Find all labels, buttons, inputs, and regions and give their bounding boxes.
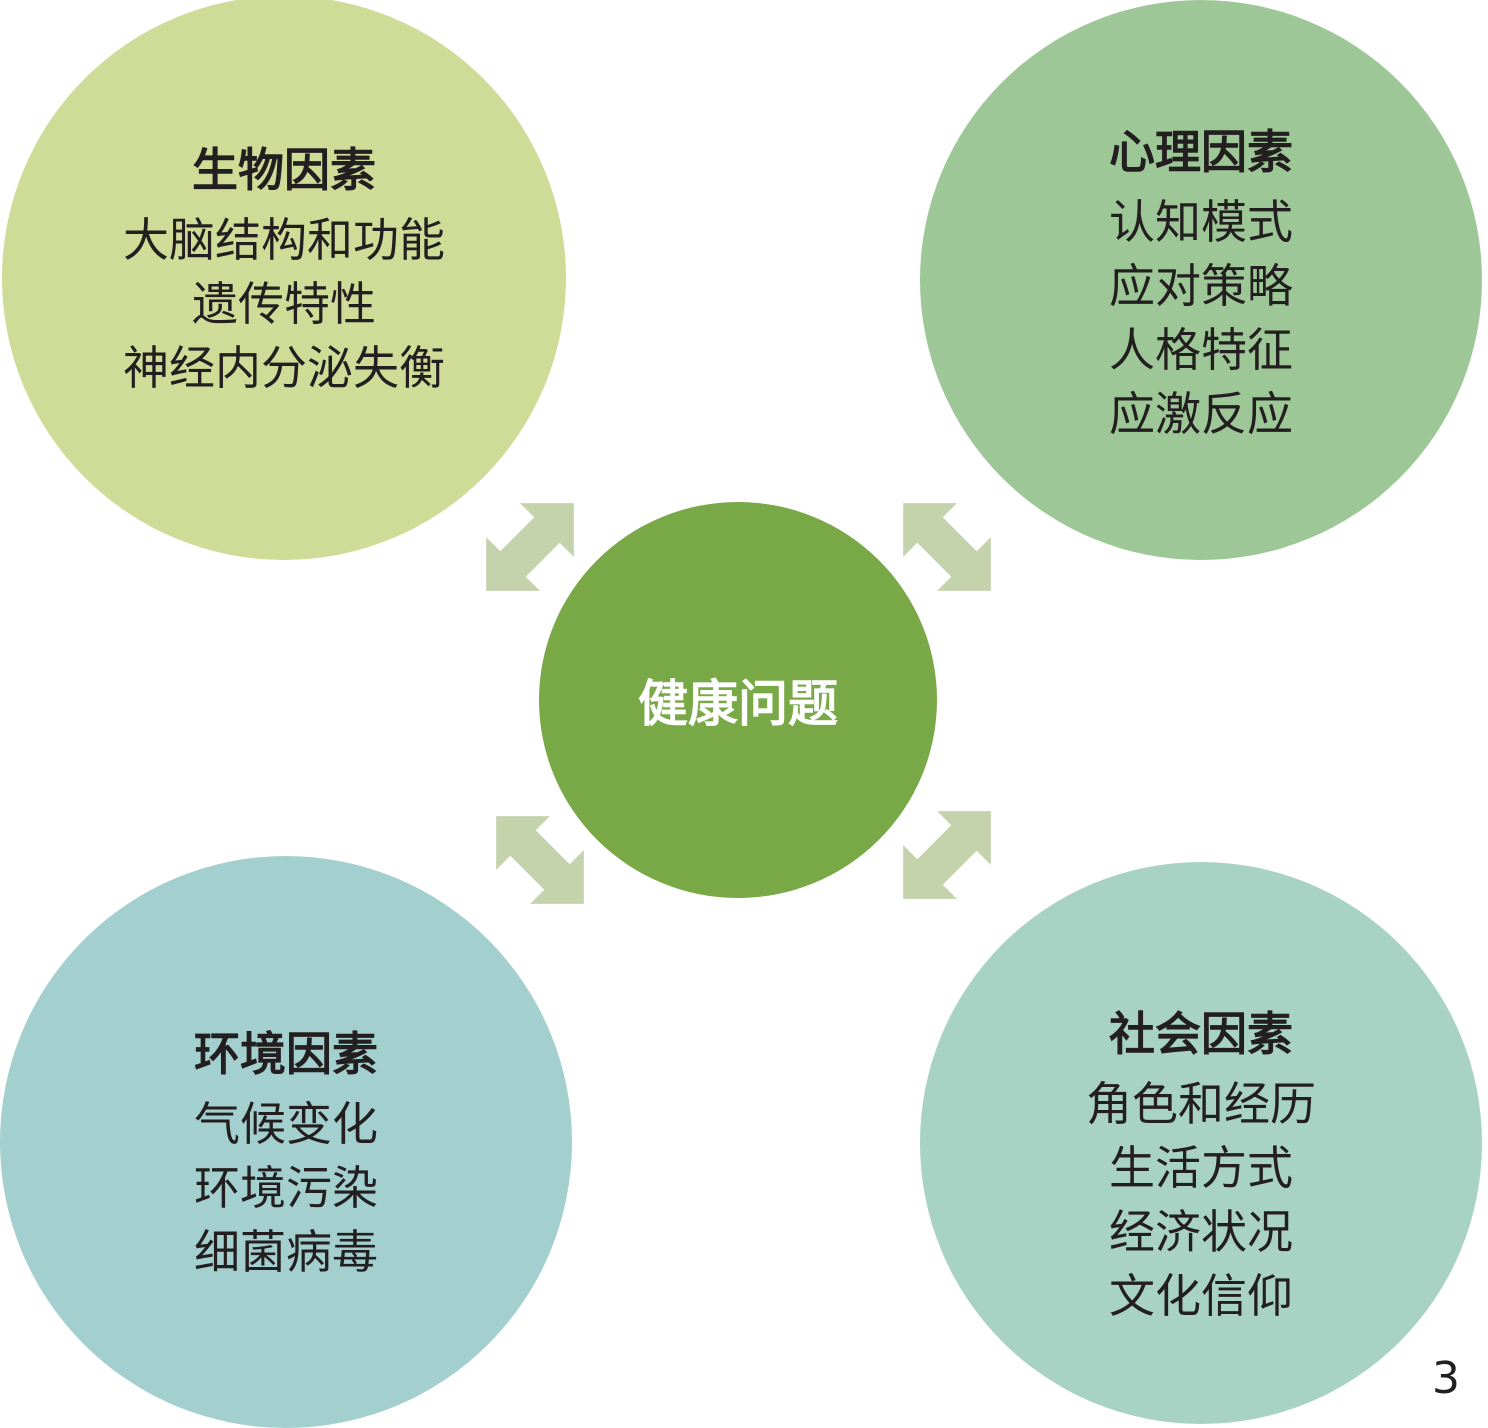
factor-item: 生活方式 (1109, 1141, 1293, 1195)
environmental-factors-title: 环境因素 (194, 1027, 378, 1081)
psychological-factors-circle: 心理因素 认知模式 应对策略 人格特征 应激反应 (920, 0, 1482, 560)
double-arrow-icon (903, 811, 991, 899)
page-number: 3 (1432, 1353, 1460, 1404)
factor-item: 应激反应 (1109, 387, 1293, 441)
environmental-factors-circle: 环境因素 气候变化 环境污染 细菌病毒 (0, 856, 572, 1428)
factor-item: 文化信仰 (1109, 1269, 1293, 1323)
double-arrow-icon (903, 503, 991, 591)
social-factors-circle: 社会因素 角色和经历 生活方式 经济状况 文化信仰 (920, 862, 1482, 1424)
factor-item: 经济状况 (1109, 1205, 1293, 1259)
factor-item: 细菌病毒 (194, 1225, 378, 1279)
factor-item: 认知模式 (1109, 195, 1293, 249)
biological-factors-circle: 生物因素 大脑结构和功能 遗传特性 神经内分泌失衡 (2, 0, 566, 560)
health-problem-label: 健康问题 (638, 675, 838, 733)
factor-item: 气候变化 (194, 1097, 378, 1151)
factor-item: 应对策略 (1109, 259, 1293, 313)
factor-item: 人格特征 (1109, 323, 1293, 377)
factor-item: 大脑结构和功能 (123, 213, 445, 267)
factor-item: 遗传特性 (192, 277, 376, 331)
factor-item: 神经内分泌失衡 (123, 341, 445, 395)
psychological-factors-title: 心理因素 (1109, 125, 1293, 179)
factor-item: 角色和经历 (1086, 1077, 1316, 1131)
factor-item: 环境污染 (194, 1161, 378, 1215)
health-problem-circle: 健康问题 (539, 502, 937, 898)
double-arrow-icon (486, 503, 574, 591)
double-arrow-icon (496, 816, 584, 904)
social-factors-title: 社会因素 (1109, 1007, 1293, 1061)
biological-factors-title: 生物因素 (192, 143, 376, 197)
